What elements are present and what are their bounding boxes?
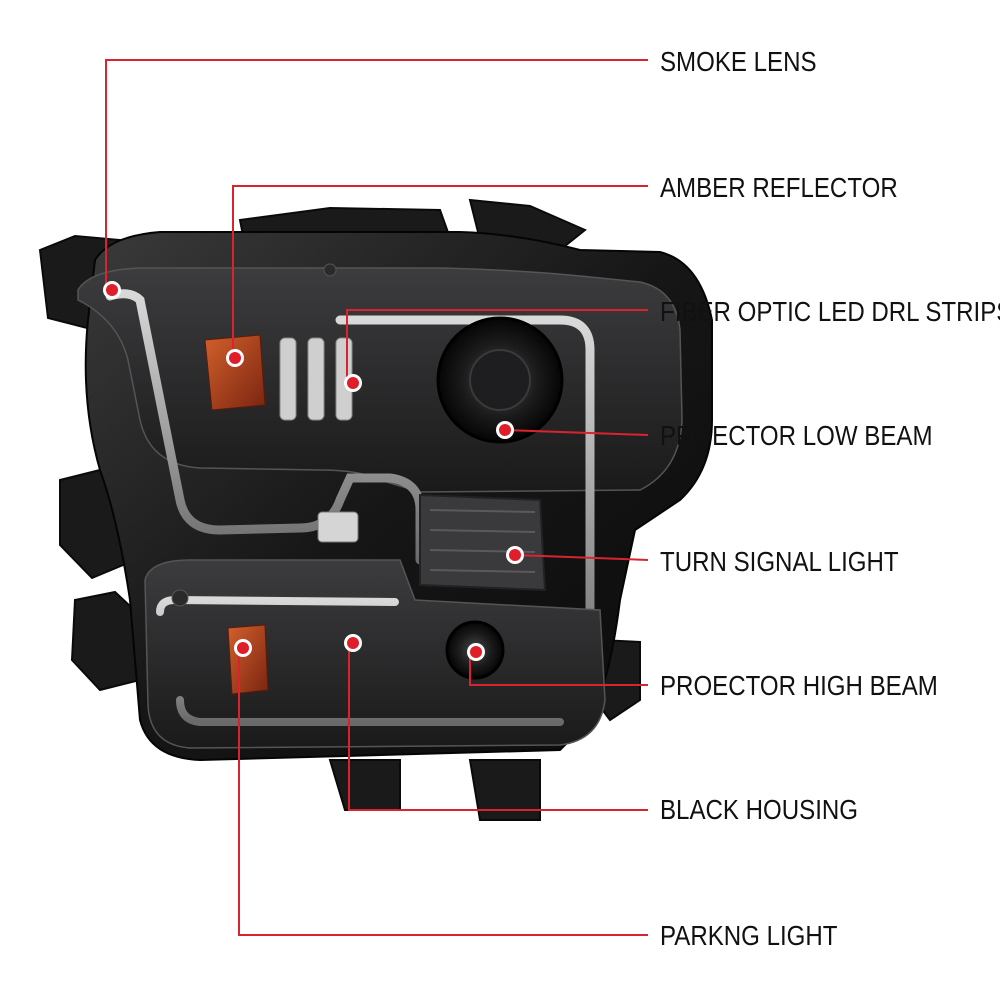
black-housing-leader-line	[348, 642, 648, 811]
turn-signal-light-dot	[509, 549, 521, 561]
black-housing-dot	[347, 637, 359, 649]
projector-low-beam-label: PROECTOR LOW BEAM	[660, 420, 933, 451]
smoke-lens-dot	[106, 284, 118, 296]
smoke-lens-label: SMOKE LENS	[660, 46, 817, 77]
projector-low-beam-dot	[499, 424, 511, 436]
lower-lens-shape	[144, 559, 606, 749]
amber-reflector-dot	[229, 352, 241, 364]
drl-tube-right	[335, 315, 595, 705]
fiber-optic-led-drl-strips-label: FIBER OPTIC LED DRL STRIPS	[660, 296, 1000, 327]
amber-reflector-leader-line	[232, 185, 648, 359]
amber-reflector-label: AMBER REFLECTOR	[660, 172, 898, 203]
projector-high-beam-label: PROECTOR HIGH BEAM	[660, 670, 938, 701]
amber-reflector-shape	[204, 334, 266, 411]
drl-tube-upper	[105, 289, 425, 565]
parking-light-label: PARKNG LIGHT	[660, 920, 838, 951]
turn-signal-light-label: TURN SIGNAL LIGHT	[660, 546, 899, 577]
smoke-lens-leader-line	[105, 59, 648, 291]
fiber-optic-led-drl-strips-leader-line	[346, 309, 648, 384]
black-housing-label: BLACK HOUSING	[660, 794, 859, 825]
fiber-optic-led-drl-strips-dot	[347, 377, 359, 389]
parking-light-dot	[237, 642, 249, 654]
turn-signal-shape	[419, 493, 547, 592]
turn-signal-light-leader-line	[514, 554, 649, 561]
parking-light-leader-line	[238, 647, 648, 936]
projector-low-beam-leader-line	[504, 429, 649, 436]
projector-high-beam-leader-line	[469, 651, 648, 686]
drl-strips	[279, 337, 353, 421]
projector-high-beam-dot	[470, 646, 482, 658]
